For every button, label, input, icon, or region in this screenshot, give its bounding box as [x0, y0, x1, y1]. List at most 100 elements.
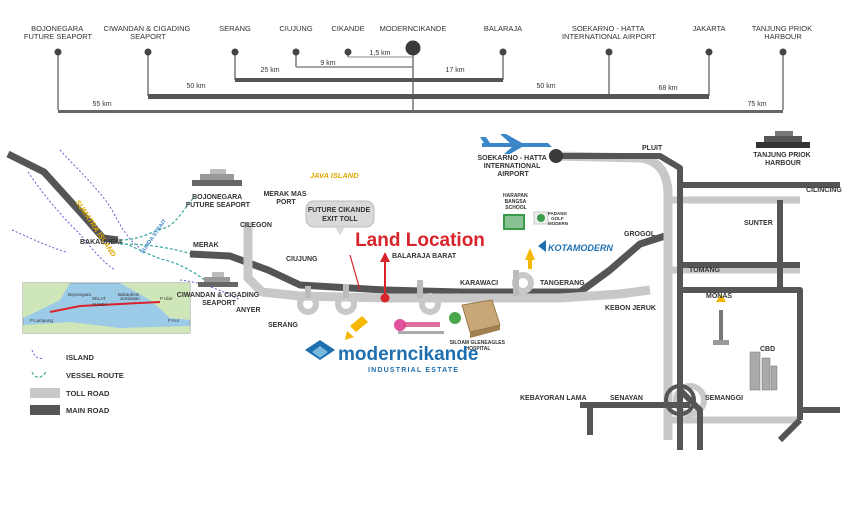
dest-moderncikande: MODERNCIKANDE	[380, 24, 447, 33]
dest-tanjung: TANJUNG PRIOK HARBOUR	[752, 24, 814, 41]
distance-bars	[58, 56, 783, 113]
inset-label: SUNDA	[92, 302, 108, 307]
dot-serang	[231, 48, 239, 56]
dist-cikande: 1,5 km	[369, 50, 390, 57]
label-grogol: GROGOL	[624, 231, 656, 238]
sumatra-main-road	[6, 150, 119, 244]
legend-item-main: MAIN ROAD	[30, 405, 110, 415]
label-ciujung: CIUJUNG	[286, 256, 318, 263]
dot-cikande	[344, 48, 352, 56]
label-sumatra-island: SUMATRA ISLAND	[73, 198, 118, 259]
dist-soekarno: 50 km	[536, 83, 555, 90]
label-merak: MERAK	[193, 242, 219, 249]
legend-item-island: ISLAND	[31, 349, 95, 362]
label-semanggi: SEMANGGI	[705, 395, 743, 402]
dist-serang: 25 km	[260, 67, 279, 74]
svg-text:FUTURE CIKANDE EXIT TO: FUTURE CIKANDE EXIT TOLL	[308, 207, 372, 223]
dest-cikande: CIKANDE	[331, 24, 364, 33]
monas-icon	[713, 294, 729, 345]
dot-balaraja	[499, 48, 507, 56]
inset-label: P Kur	[168, 318, 180, 323]
road-map: Land Location FUTURE CIKANDE EXIT TOLL	[6, 131, 842, 450]
dot-ciwandan	[144, 48, 152, 56]
ship-icon	[198, 272, 238, 287]
label-tanjung-priok: TANJUNG PRIOK HARBOUR	[753, 152, 812, 167]
kotamodern-logo: KOTAMODERN	[538, 240, 613, 253]
svg-text:ISLAND: ISLAND	[66, 353, 95, 362]
dist-tanjung: 75 km	[747, 101, 766, 108]
label-sunda-strait: SUNDA STRAIT	[140, 218, 169, 255]
legend-item-toll: TOLL ROAD	[30, 388, 110, 398]
inset-label: Jembatan	[120, 296, 140, 301]
land-location-label: Land Location	[355, 230, 485, 251]
label-tangerang: TANGERANG	[540, 280, 585, 287]
land-location-marker	[349, 252, 390, 303]
island-outline	[11, 149, 241, 301]
dest-balaraja: BALARAJA	[484, 24, 522, 33]
semanggi-interchange	[664, 384, 696, 416]
dot-tanjung	[779, 48, 787, 56]
label-karawaci: KARAWACI	[460, 280, 498, 287]
label-kebon-jeruk: KEBON JERUK	[605, 305, 656, 312]
inset-label: SELAT	[92, 296, 106, 301]
dot-bojonegara	[54, 48, 62, 56]
label-siloam: SILOAM GLENEAGLES HOSPITAL	[450, 340, 507, 352]
inset-label: P Ular	[160, 296, 173, 301]
label-cilincing: CILINCING	[806, 187, 842, 194]
dist-bojonegara: 55 km	[92, 101, 111, 108]
dist-jakarta: 68 km	[658, 85, 677, 92]
school-icon	[503, 214, 525, 230]
label-senayan: SENAYAN	[610, 395, 643, 402]
label-balaraja-barat: BALARAJA BARAT	[392, 253, 457, 260]
golf-icon	[533, 211, 549, 225]
label-bojonegara-port: BOJONEGARA FUTURE SEAPORT	[186, 194, 251, 209]
ship-icon	[192, 169, 242, 186]
svg-text:MAIN ROAD: MAIN ROAD	[66, 406, 110, 415]
dot-moderncikande	[405, 40, 421, 56]
inset-label: Bojonegara	[68, 292, 92, 297]
label-cilegon: CILEGON	[240, 222, 272, 229]
legend: ISLAND VESSEL ROUTE TOLL ROAD MAIN ROAD	[30, 349, 124, 415]
label-airport: SOEKARNO - HATTA INTERNATIONAL AIRPORT	[477, 155, 548, 178]
java-main-road	[189, 232, 667, 296]
label-harapan: HARAPAN BANGSA SCHOOL	[503, 193, 529, 211]
svg-text:VESSEL ROUTE: VESSEL ROUTE	[66, 371, 124, 380]
moderncikande-logo: moderncikande INDUSTRIAL ESTATE	[305, 340, 478, 374]
label-serang: SERANG	[268, 322, 299, 329]
kotamodern-arrow	[525, 248, 535, 269]
ship-icon	[756, 131, 810, 148]
legend-item-vessel: VESSEL ROUTE	[31, 371, 124, 380]
dest-ciwandan: CIWANDAN & CIGADING SEAPORT	[104, 24, 193, 41]
partner-logo	[394, 319, 444, 334]
label-pluit: PLUIT	[642, 145, 663, 152]
dest-serang: SERANG	[219, 24, 251, 33]
label-monas: MONAS	[706, 293, 732, 300]
hospital-icon	[449, 299, 501, 338]
label-cbd: CBD	[760, 346, 775, 353]
label-java-island: JAVA ISLAND	[310, 171, 359, 180]
toll-road	[243, 222, 651, 303]
vessel-route	[119, 195, 211, 285]
jakarta-main-roads	[556, 153, 840, 450]
dist-ciujung: 9 km	[320, 60, 335, 67]
label-kebayoran: KEBAYORAN LAMA	[520, 395, 587, 402]
inset-label: Bakauheni	[118, 292, 139, 297]
dist-balaraja: 17 km	[445, 67, 464, 74]
dest-jakarta: JAKARTA	[692, 24, 725, 33]
toll-exits	[305, 270, 519, 298]
label-ciwandan-port: CIWANDAN & CIGADING SEAPORT	[177, 292, 261, 307]
label-tomang: TOMANG	[689, 267, 721, 274]
inset-map: Bojonegara SELAT SUNDA Bakauheni Jembata…	[22, 282, 191, 334]
svg-text:INDUSTRIAL ESTATE: INDUSTRIAL ESTATE	[368, 367, 459, 374]
airport-dot	[549, 149, 563, 163]
airplane-icon	[480, 134, 552, 154]
label-merak-mas-port: MERAK MAS PORT	[263, 191, 308, 206]
dest-soekarno: SOEKARNO - HATTA INTERNATIONAL AIRPORT	[562, 24, 656, 41]
dot-soekarno	[605, 48, 613, 56]
svg-text:KOTAMODERN: KOTAMODERN	[548, 243, 613, 253]
moderncikande-arrow	[345, 316, 368, 340]
future-exit-callout: FUTURE CIKANDE EXIT TOLL	[305, 200, 375, 235]
label-anyer: ANYER	[236, 307, 261, 314]
inset-label: P Lampung	[30, 318, 53, 323]
